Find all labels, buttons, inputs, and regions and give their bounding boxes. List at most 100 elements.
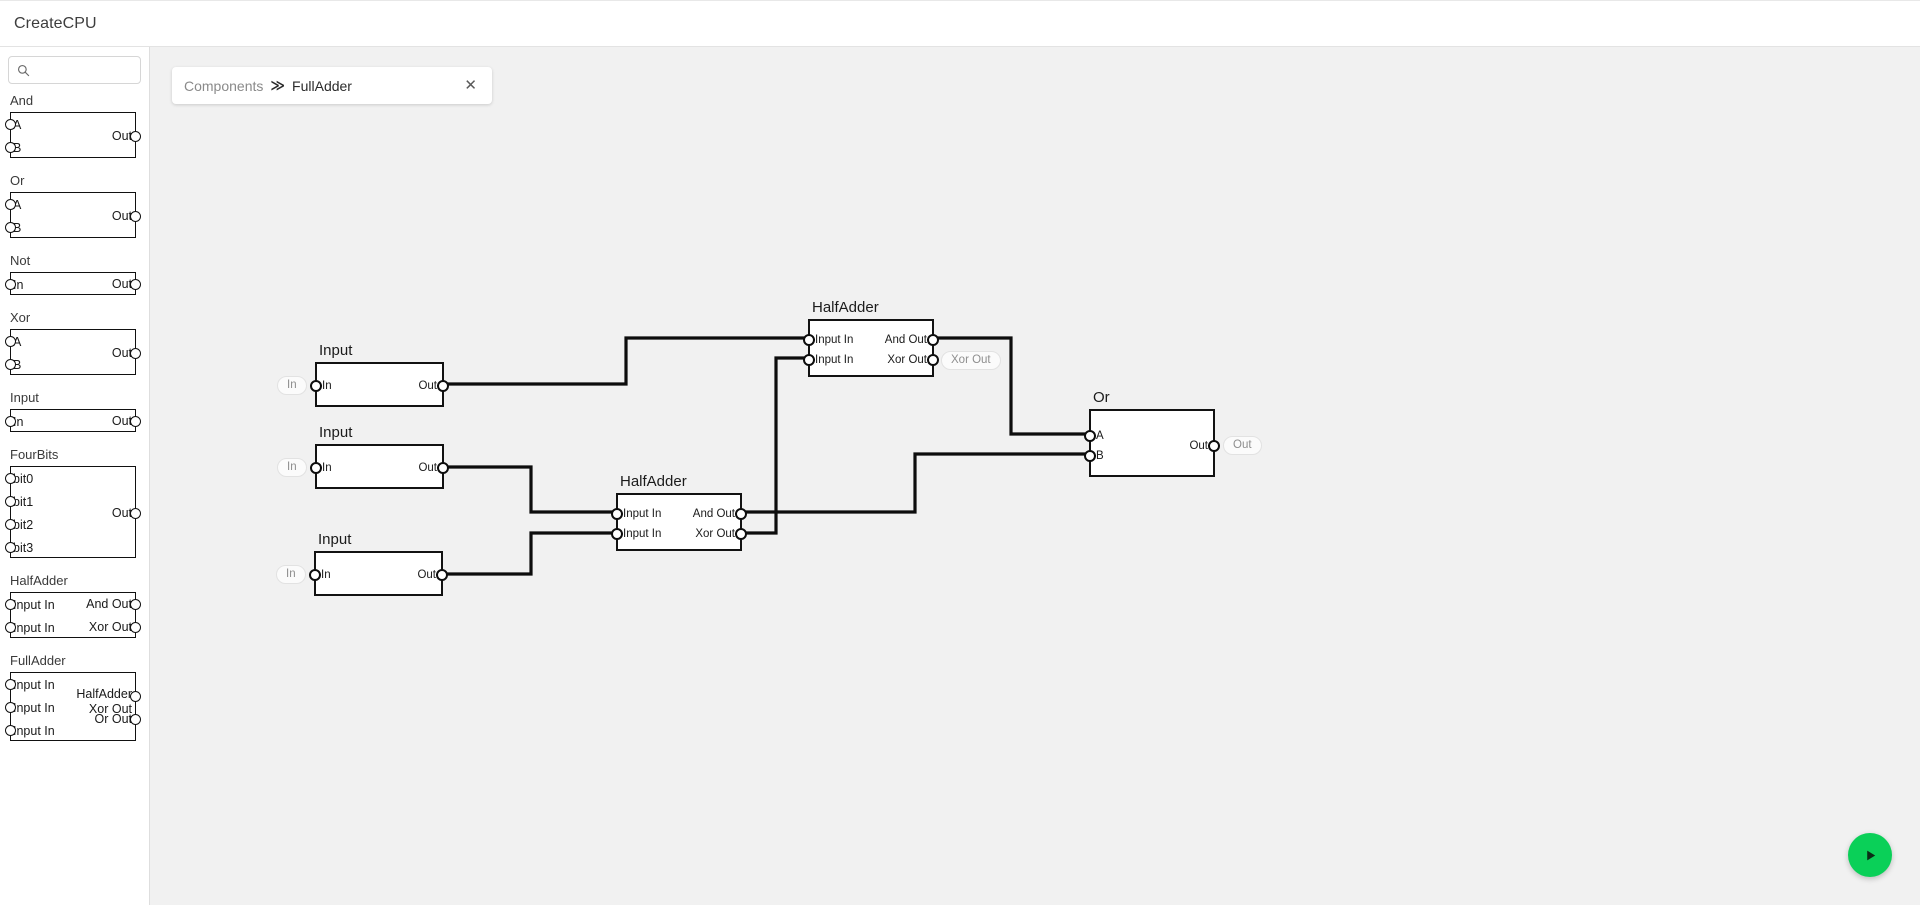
palette-port-in[interactable]: [5, 416, 16, 427]
palette-port-row: bit0: [11, 467, 135, 490]
port-label-out: Out: [417, 569, 436, 581]
port-in-b[interactable]: [1084, 450, 1096, 462]
run-simulation-button[interactable]: [1848, 833, 1892, 877]
port-label-in-2: Input In: [623, 528, 662, 540]
palette-port-in-label: B: [13, 140, 22, 155]
palette-port-in[interactable]: [5, 496, 16, 507]
palette-port-in-label: Input In: [13, 700, 55, 715]
palette-port-in[interactable]: [5, 119, 16, 130]
palette-port-row: Input In: [11, 696, 135, 719]
palette-port-in[interactable]: [5, 702, 16, 713]
palette-port-in-label: bit0: [13, 471, 34, 486]
port-in[interactable]: [310, 380, 322, 392]
node-title: Input: [319, 342, 353, 359]
palette-port-in[interactable]: [5, 622, 16, 633]
palette-port-in[interactable]: [5, 519, 16, 530]
search-icon: [17, 64, 30, 76]
port-in-2[interactable]: [611, 528, 623, 540]
port-out[interactable]: [436, 569, 448, 581]
palette-port-in[interactable]: [5, 725, 16, 736]
port-out-and[interactable]: [735, 508, 747, 520]
port-label-out: Out: [1189, 440, 1208, 452]
palette-port-in[interactable]: [5, 199, 16, 210]
palette-port-in[interactable]: [5, 279, 16, 290]
palette-port-out[interactable]: [130, 347, 141, 359]
palette-port-out-label: Out: [111, 414, 132, 428]
port-out[interactable]: [437, 462, 449, 474]
palette-port-in-label: A: [13, 197, 22, 212]
port-out[interactable]: [437, 380, 449, 392]
port-in-a[interactable]: [1084, 430, 1096, 442]
close-icon[interactable]: ✕: [464, 77, 477, 94]
palette-port-in-label: A: [13, 117, 22, 132]
port-in-2[interactable]: [803, 354, 815, 366]
port-label-b: B: [1096, 450, 1104, 462]
port-in[interactable]: [309, 569, 321, 581]
node-input-3[interactable]: Input In Out: [309, 531, 448, 596]
node-halfadder-bottom[interactable]: HalfAdder Input In And Out Input In Xor …: [611, 473, 747, 551]
node-halfadder-top[interactable]: HalfAdder Input In And Out Input In Xor …: [803, 299, 939, 377]
palette-port-in[interactable]: [5, 359, 16, 370]
palette-port-out[interactable]: [130, 416, 141, 427]
palette-item-label: And: [10, 93, 34, 108]
palette-port-in[interactable]: [5, 336, 16, 347]
palette-port-row: In: [11, 410, 135, 433]
palette-port-out[interactable]: [130, 713, 141, 725]
palette-port-out[interactable]: [130, 210, 141, 222]
node-input-2[interactable]: Input In Out: [310, 424, 449, 489]
search-input[interactable]: [36, 62, 132, 78]
breadcrumb-tab[interactable]: Components ≫ FullAdder ✕: [172, 67, 492, 104]
node-input-1[interactable]: Input In Out: [310, 342, 449, 407]
search-box[interactable]: [8, 56, 141, 84]
palette-port-out-label: Out: [111, 505, 132, 520]
palette-port-in[interactable]: [5, 679, 16, 690]
palette-port-out[interactable]: [130, 279, 141, 290]
port-out-xor[interactable]: [927, 354, 939, 366]
schematic-canvas[interactable]: Components ≫ FullAdder ✕ Input In Out: [150, 47, 1920, 905]
palette-item-label: HalfAdder: [10, 573, 68, 588]
node-or[interactable]: Or A B Out: [1084, 389, 1220, 477]
palette-port-out[interactable]: [130, 130, 141, 142]
breadcrumb-root[interactable]: Components: [184, 77, 264, 94]
palette-port-in[interactable]: [5, 142, 16, 153]
palette-port-in[interactable]: [5, 542, 16, 553]
palette-port-out[interactable]: [130, 507, 141, 519]
palette-port-in[interactable]: [5, 222, 16, 233]
port-in-1[interactable]: [611, 508, 623, 520]
palette-port-in-label: In: [13, 277, 24, 292]
port-in[interactable]: [310, 462, 322, 474]
port-out-and[interactable]: [927, 334, 939, 346]
tag-input-1: In: [277, 376, 307, 395]
palette-port-in[interactable]: [5, 599, 16, 610]
palette-port-in[interactable]: [5, 473, 16, 484]
port-out-xor[interactable]: [735, 528, 747, 540]
palette-port-row: Input In: [11, 593, 135, 616]
palette-port-out[interactable]: [130, 622, 141, 633]
palette-port-out[interactable]: [130, 690, 141, 702]
port-out[interactable]: [1208, 440, 1220, 452]
palette-port-out-label: And Out: [86, 597, 132, 611]
port-label-in-1: Input In: [623, 508, 662, 520]
port-in-1[interactable]: [803, 334, 815, 346]
palette-port-out[interactable]: [130, 599, 141, 610]
tag-input-3: In: [276, 565, 306, 584]
palette-item-label: FullAdder: [10, 653, 66, 668]
